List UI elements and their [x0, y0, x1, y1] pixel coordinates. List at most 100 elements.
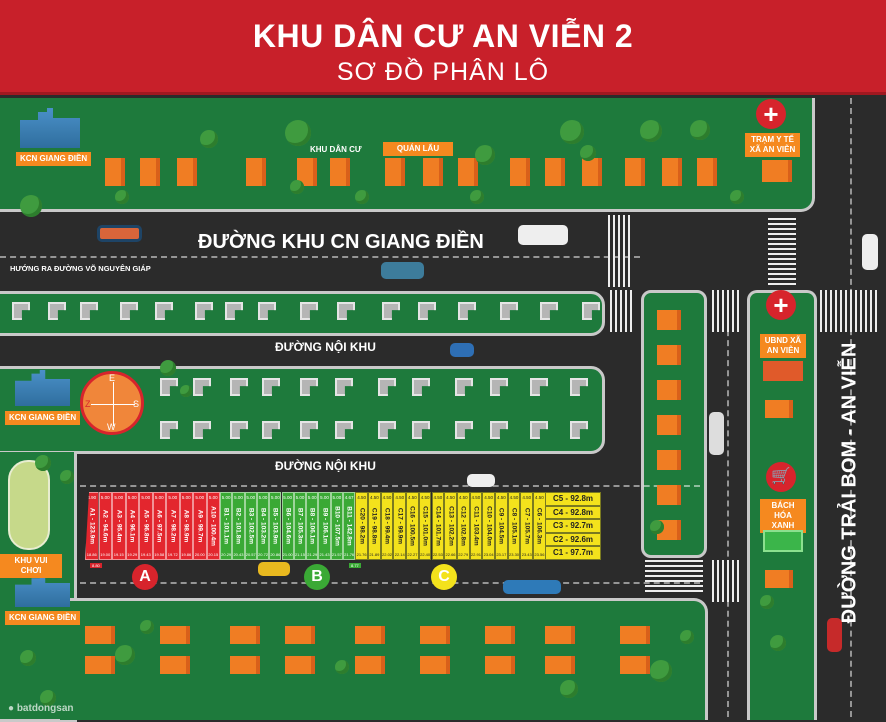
lot-depth: 21.29	[307, 552, 318, 557]
lot-a[interactable]: 5.00 A9 - 99.7m 20.00	[193, 492, 207, 560]
lot-label: A9 - 99.7m	[196, 509, 204, 543]
lot-label: A1 - 123.9m	[88, 507, 96, 545]
lot-label: C15 - 101.0m	[421, 506, 429, 546]
car	[467, 474, 495, 487]
lot-front-width: 4.50	[382, 495, 392, 500]
house-icon	[230, 656, 260, 674]
lot-front-width: 4.50	[535, 495, 544, 500]
medical-cross-icon: +	[766, 290, 796, 320]
lot-label: C18 - 99.4m	[383, 507, 391, 545]
zone-marker-c: C	[431, 564, 457, 590]
tree-icon	[115, 190, 129, 204]
lot-depth: 21.43	[319, 552, 330, 557]
lot-depth: 20.00	[194, 552, 205, 557]
house-icon	[140, 158, 160, 186]
lot-front-width: 5.00	[195, 495, 205, 500]
lot-label: C20 - 98.2m	[358, 507, 366, 545]
lot-front-width: 4.50	[484, 495, 494, 500]
lot-label: A6 - 97.5m	[155, 509, 163, 543]
lot-label: C12 - 102.8m	[459, 506, 467, 546]
tree-icon	[760, 595, 774, 609]
house-icon	[355, 656, 385, 674]
lot-c-corner[interactable]: C2 - 92.6m	[545, 532, 601, 547]
road-label-direction: HƯỚNG RA ĐƯỜNG VÕ NGUYÊN GIÁP	[10, 264, 151, 273]
lot-label: A8 - 98.9m	[182, 509, 190, 543]
lot-c-corner[interactable]: C1 - 97.7m	[545, 546, 601, 560]
road-label-internal-2: ĐƯỜNG NỘI KHU	[275, 459, 376, 473]
lot-label: C7 - 105.7m	[523, 507, 531, 545]
house-icon	[423, 158, 443, 186]
label-kcn-giang-dien: KCN GIANG ĐIỀN	[5, 611, 81, 625]
lot-front-width: 5.00	[181, 495, 191, 500]
house-icon	[177, 158, 197, 186]
house-icon	[657, 310, 681, 330]
lane-divider	[727, 290, 729, 717]
house-icon	[105, 158, 125, 186]
tree-icon	[20, 195, 42, 217]
tree-icon	[470, 190, 484, 204]
lot-label: A3 - 95.4m	[115, 509, 123, 543]
lot-c-corner[interactable]: C4 - 92.8m	[545, 505, 601, 520]
label-playground: KHU VUI CHƠI	[0, 554, 62, 578]
lot-label: A10 - 100.4m	[209, 506, 217, 546]
crosswalk	[610, 290, 634, 332]
road-label-vertical: ĐƯỜNG TRẢI BOM - AN VIỄN	[838, 342, 861, 624]
lot-depth: 18.86	[86, 552, 97, 557]
lot-label: B7 - 105.3m	[296, 507, 304, 545]
lot-depth: 22.02	[382, 552, 393, 557]
crosswalk	[712, 290, 742, 332]
lot-front-width: 5.00	[154, 495, 164, 500]
lot-c-corner[interactable]: C5 - 92.8m	[545, 492, 601, 506]
lot-front-width: 5.00	[246, 495, 256, 500]
lot-depth: 22.79	[458, 552, 469, 557]
house-icon	[420, 656, 450, 674]
tree-icon	[200, 130, 218, 148]
house-icon	[246, 158, 266, 186]
car	[97, 225, 142, 242]
house-icon	[510, 158, 530, 186]
tree-icon	[650, 660, 672, 682]
lot-c-corner[interactable]: C3 - 92.7m	[545, 519, 601, 533]
lot-front-width: 4.50	[408, 495, 417, 500]
lot-label: B8 - 106.1m	[308, 507, 316, 545]
tree-icon	[290, 180, 304, 194]
compass-n: E	[109, 373, 116, 383]
house-icon	[85, 656, 115, 674]
label-kcn-giang-dien: KCN GIANG ĐIỀN	[16, 152, 92, 166]
